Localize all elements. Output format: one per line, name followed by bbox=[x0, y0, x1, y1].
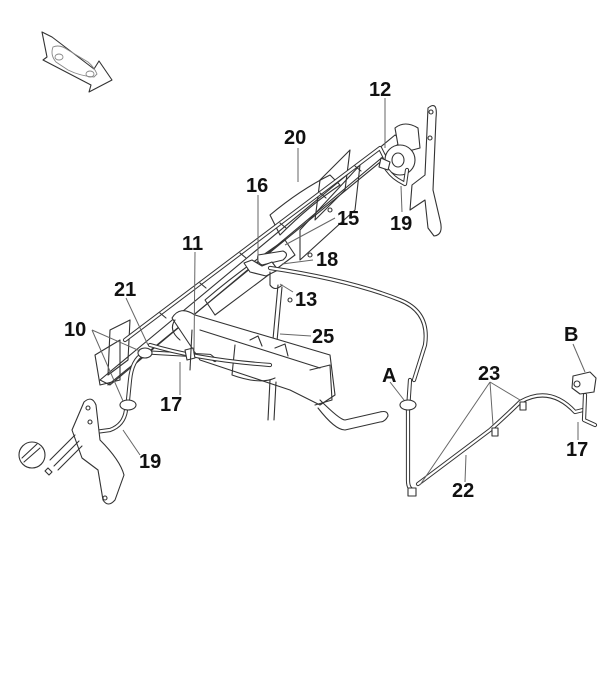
callout-11: 11 bbox=[182, 233, 203, 255]
right-washer-nozzle bbox=[378, 105, 442, 237]
callout-B: B bbox=[564, 324, 578, 346]
callout-10: 10 bbox=[64, 319, 86, 341]
callout-12: 12 bbox=[369, 79, 391, 101]
callouts: 12 20 19 16 15 18 13 25 11 21 10 17 19 A… bbox=[64, 79, 588, 502]
leader-lines bbox=[91, 98, 586, 486]
left-washer-nozzle bbox=[18, 347, 153, 505]
callout-23: 23 bbox=[478, 363, 500, 385]
callout-19-left: 19 bbox=[139, 451, 161, 473]
car-direction-arrow-icon bbox=[41, 31, 113, 93]
callout-17-right: 17 bbox=[566, 439, 588, 461]
callout-A: A bbox=[382, 365, 396, 387]
callout-25: 25 bbox=[312, 326, 334, 348]
washer-reservoir-neck bbox=[171, 310, 389, 431]
callout-22: 22 bbox=[452, 480, 474, 502]
callout-21: 21 bbox=[114, 279, 136, 301]
callout-19-right: 19 bbox=[390, 213, 412, 235]
callout-20: 20 bbox=[284, 127, 306, 149]
callout-15: 15 bbox=[337, 208, 359, 230]
hose-22-run bbox=[399, 371, 598, 497]
callout-18: 18 bbox=[316, 249, 338, 271]
callout-17-left: 17 bbox=[160, 394, 182, 416]
callout-16: 16 bbox=[246, 175, 268, 197]
callout-13: 13 bbox=[295, 289, 317, 311]
hose-21-left bbox=[137, 329, 273, 371]
